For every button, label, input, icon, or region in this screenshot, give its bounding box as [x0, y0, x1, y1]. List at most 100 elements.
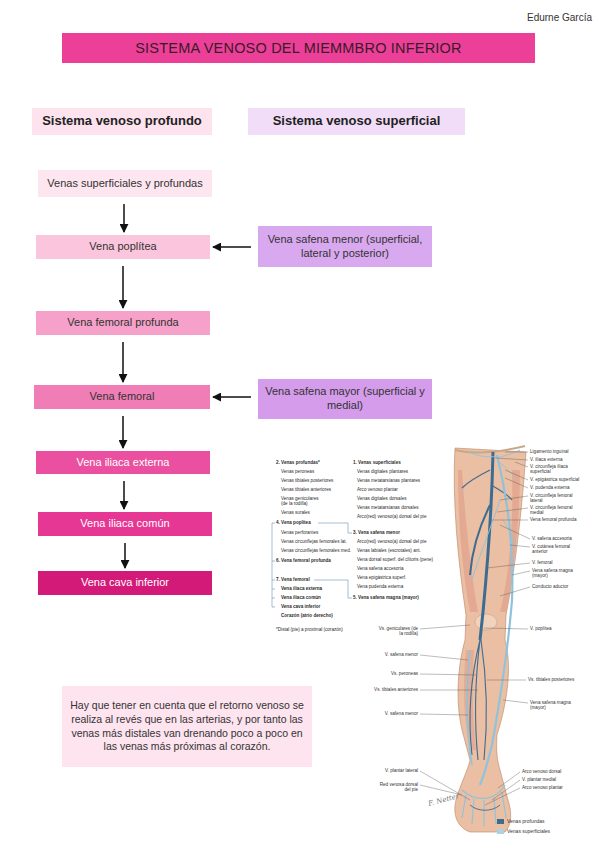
- part-label: V. epigástrica superficial: [530, 477, 579, 482]
- note-box: Hay que tener en cuenta que el retorno v…: [62, 686, 312, 767]
- superficial-vein: [462, 785, 506, 826]
- part-label: Ligamento inguinal: [530, 449, 569, 454]
- list-item: 7. Vena femoral: [276, 577, 310, 582]
- part-label: V. safena menor: [385, 711, 418, 716]
- list-item: Vena dorsal superf. del clítoris (pene): [357, 557, 433, 562]
- list-item: Arco(red) venoso(a) dorsal del pie: [357, 514, 426, 519]
- muscle-shade: [458, 470, 478, 612]
- header-box: Sistema venoso superficial: [248, 108, 465, 135]
- title-band: SISTEMA VENOSO DEL MIEMMBRO INFERIOR: [62, 33, 535, 63]
- list-item: Vena safena accesoria: [357, 566, 403, 571]
- arrow-connector: [123, 204, 125, 232]
- list-item: 2. Venas profundas*: [276, 460, 320, 465]
- process-box: Vena poplítea: [36, 235, 210, 259]
- superficial-vein: [467, 650, 472, 765]
- part-label: Vs. tibiales posteriores: [528, 677, 574, 682]
- part-label: V. cutánea femoral anterior: [532, 544, 582, 555]
- part-label: V. circunfleja ilíaca superficial: [530, 464, 580, 475]
- list-item: Venas circunflejas femorales med.: [281, 548, 351, 553]
- deep-vein: [462, 470, 512, 500]
- part-label: Arco venoso dorsal: [522, 769, 561, 774]
- part-label: V. ilíaca externa: [530, 457, 563, 462]
- part-label: Vs. peroneas: [391, 671, 418, 676]
- part-label: V. safena menor: [385, 652, 418, 657]
- legend-text: Venas profundas: [507, 818, 545, 824]
- node-text: Vena femoral profunda: [67, 316, 178, 330]
- part-label: V. plantar lateral: [385, 768, 418, 773]
- list-item: Venas tibiales anteriores: [281, 487, 331, 492]
- process-box: Venas superficiales y profundas: [38, 170, 212, 197]
- list-item: Arco venoso plantar: [357, 487, 398, 492]
- process-box: Vena cava inferior: [38, 571, 212, 595]
- inguinal-ligament: [455, 446, 525, 453]
- list-item: Corazón (atrio derecho): [281, 613, 333, 618]
- part-label: Vs. geniculares (de la rodilla): [376, 626, 418, 637]
- deep-vein: [480, 452, 493, 640]
- part-label: Vs. tibiales anteriores: [374, 687, 418, 692]
- superficial-vein: [480, 455, 512, 785]
- node-text: Vena poplítea: [89, 240, 156, 254]
- node-text: Hay que tener en cuenta que el retorno v…: [70, 699, 304, 754]
- list-item: Venas digitales plantares: [357, 469, 408, 474]
- list-item: *Distal (pie) a proximal (corazón): [276, 627, 343, 632]
- list-item: Venas circunflejas femorales lat.: [281, 539, 347, 544]
- part-label: Conducto aductor: [532, 584, 568, 589]
- patella: [475, 614, 497, 630]
- list-item: Venas perforantes: [281, 530, 318, 535]
- list-item: 6. Vena femoral profunda: [276, 558, 331, 563]
- node-text: Vena safena menor (superficial, lateral …: [264, 233, 426, 261]
- list-item: Venas geniculares (de la rodilla): [281, 496, 326, 507]
- list-bracket: [272, 523, 352, 607]
- list-item: 1. Venas superficiales: [353, 460, 401, 465]
- list-item: Vena epigástrica superf.: [357, 575, 406, 580]
- header-box: Sistema venoso profundo: [32, 108, 212, 135]
- process-box: Vena femoral profunda: [36, 311, 210, 335]
- artist-signature: F. Netter: [427, 792, 460, 808]
- list-item: 3. Vena safena menor: [353, 530, 400, 535]
- superficial-vein: [468, 450, 520, 548]
- arrow-connector: [122, 416, 124, 448]
- list-item: Venas metatarsianas dorsales: [357, 505, 419, 510]
- part-label: Arco venoso plantar: [522, 785, 563, 790]
- list-item: Vena cava inferior: [281, 604, 320, 609]
- node-text: Vena iliaca común: [80, 517, 169, 531]
- part-label: Vena femoral profunda: [530, 517, 576, 522]
- arrow-connector: [213, 396, 251, 398]
- part-label: Vena safena magna (mayor): [532, 568, 577, 579]
- node-text: Venas superficiales y profundas: [47, 177, 202, 191]
- deep-vein: [470, 505, 490, 575]
- legend-text: Venas superficiales: [507, 828, 550, 834]
- node-text: Vena femoral: [90, 390, 155, 404]
- deep-vein: [470, 805, 500, 810]
- process-box: Vena safena menor (superficial, lateral …: [258, 226, 432, 267]
- list-item: Vena pudenda externa: [357, 584, 403, 589]
- arrow-connector: [122, 342, 124, 382]
- list-item: Venas tibiales posteriores: [281, 478, 333, 483]
- part-label: V. safena accesoria: [532, 536, 572, 541]
- list-item: Venas peroneas: [281, 469, 314, 474]
- part-label: V. circunfleja femoral lateral: [530, 493, 580, 504]
- part-label: V. circunfleja femoral medial: [530, 505, 580, 516]
- legend-swatch: [497, 819, 504, 824]
- list-item: Arco(red) venoso(a) dorsal del pie: [357, 539, 426, 544]
- process-box: Vena safena mayor (superficial y medial): [258, 379, 432, 419]
- author-name: Edurne García: [527, 12, 592, 24]
- list-item: Venas surales: [281, 510, 310, 515]
- muscle-shade: [500, 470, 520, 612]
- deep-vein: [470, 640, 486, 760]
- list-item: 4. Vena poplítea: [276, 520, 311, 525]
- node-text: Vena cava inferior: [81, 576, 169, 590]
- list-item: Vena ilíaca externa: [281, 586, 322, 591]
- legend-swatch: [497, 829, 504, 834]
- process-box: Vena iliaca común: [38, 512, 212, 536]
- part-label: V. pudenda externa: [530, 485, 570, 490]
- list-item: Vena ilíaca común: [281, 595, 321, 600]
- list-item: 5. Vena safena magna (mayor): [353, 595, 419, 600]
- node-text: Vena iliaca externa: [77, 456, 170, 470]
- leg-outline: [454, 448, 526, 832]
- leader-lines: [420, 452, 530, 805]
- arrow-connector: [124, 543, 126, 568]
- list-item: Venas metatarsianas plantares: [357, 478, 420, 483]
- muscle-shade: [464, 650, 476, 750]
